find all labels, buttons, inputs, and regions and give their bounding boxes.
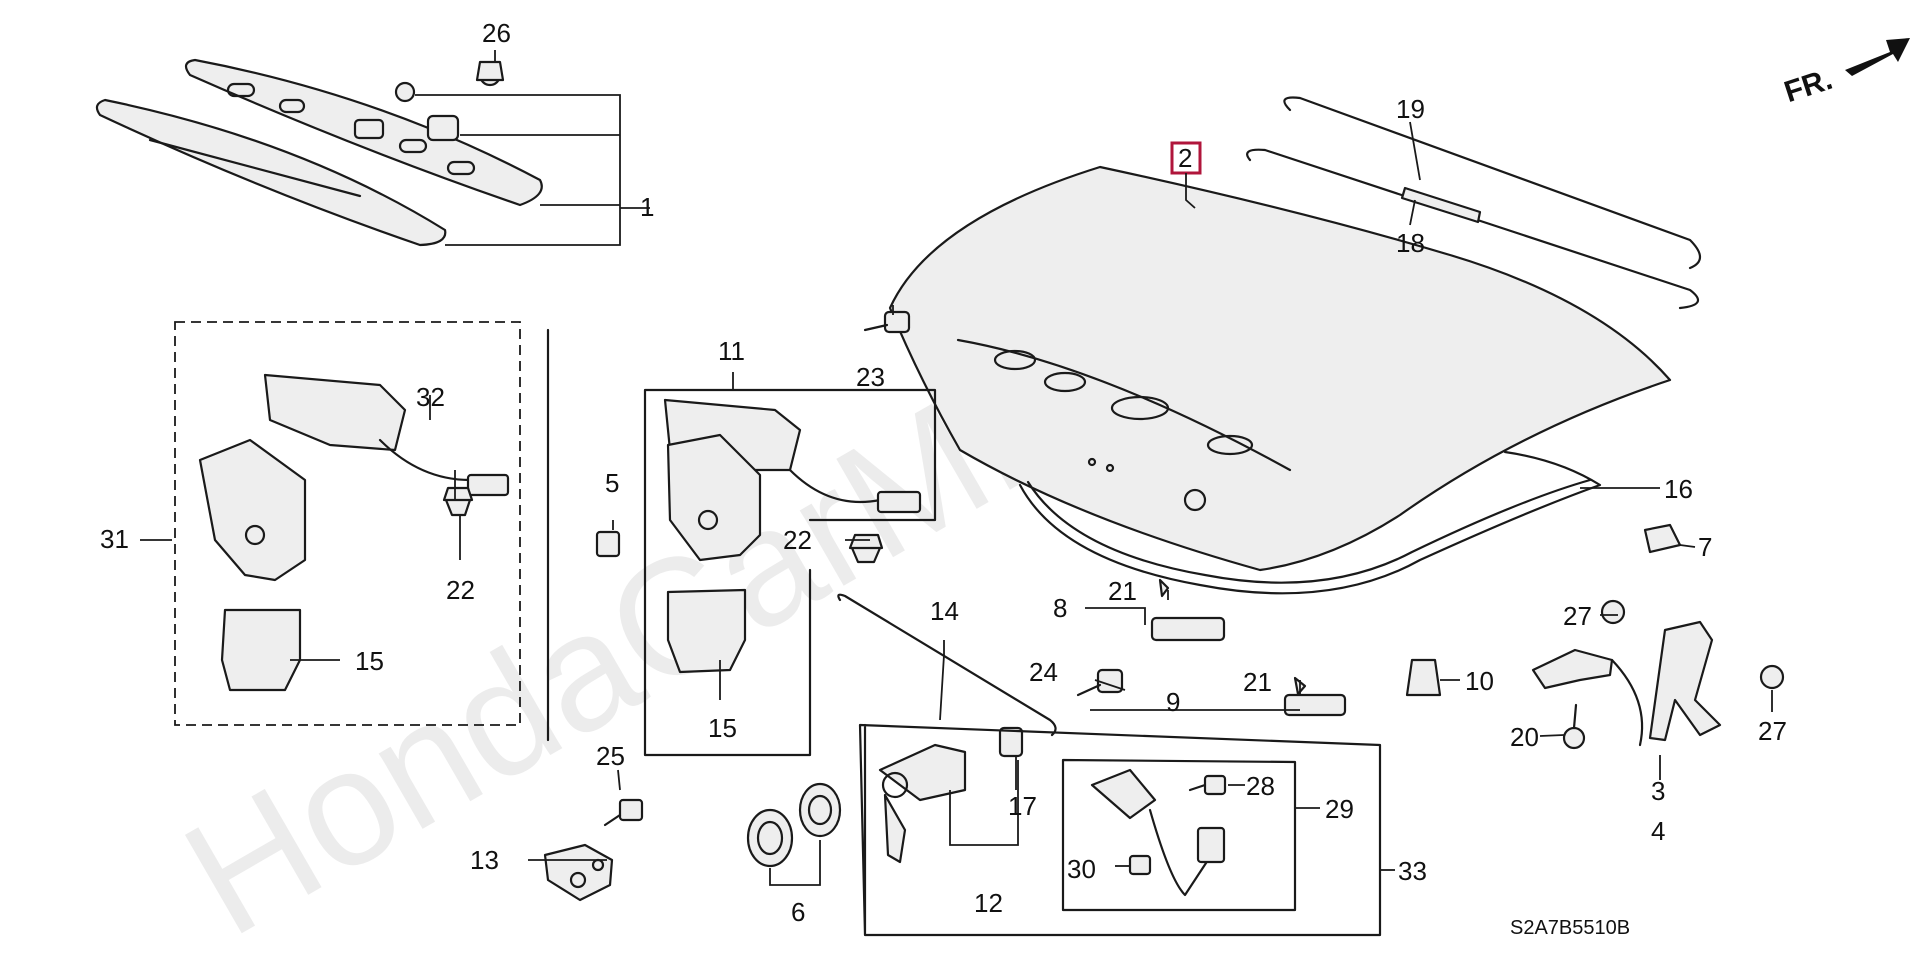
callout-24: 24	[1029, 657, 1058, 687]
callout-12: 12	[974, 888, 1003, 918]
cylinder-seal[interactable]	[746, 782, 842, 868]
nut-26	[475, 60, 505, 87]
callout-27-right: 27	[1758, 716, 1787, 746]
front-direction-label: FR.	[1780, 63, 1836, 109]
latch-cover-right[interactable]	[666, 588, 747, 674]
trunk-hinge[interactable]	[1531, 620, 1722, 747]
striker-13[interactable]	[543, 843, 614, 902]
callout-29: 29	[1325, 794, 1354, 824]
trunk-garnish[interactable]	[95, 58, 543, 247]
callout-10: 10	[1465, 666, 1494, 696]
callout-21-upper: 21	[1108, 576, 1137, 606]
callout-32: 32	[416, 382, 445, 412]
bolt-25	[603, 798, 644, 827]
nut-small	[394, 81, 416, 103]
callout-23: 23	[856, 362, 885, 392]
diagram-code: S2A7B5510B	[1510, 917, 1630, 939]
callout-25: 25	[596, 741, 625, 771]
group-box-33	[858, 723, 1382, 937]
callout-22-right: 22	[783, 525, 812, 555]
bracket-9	[1283, 693, 1347, 717]
callout-9: 9	[1166, 687, 1180, 717]
callout-15-left: 15	[355, 646, 384, 676]
nut-27-right	[1759, 664, 1785, 690]
callout-30: 30	[1067, 854, 1096, 884]
bolt-23	[863, 310, 911, 334]
trunk-lid[interactable]	[888, 165, 1672, 572]
callout-22-left: 22	[446, 575, 475, 605]
callout-15-right: 15	[708, 713, 737, 743]
callout-7: 7	[1698, 532, 1712, 562]
callout-18: 18	[1396, 228, 1425, 258]
callout-numbers: 26 1 2 19 18 16 7 10 27 27 20 3 4 31 32 …	[100, 18, 1787, 927]
callout-26: 26	[482, 18, 511, 48]
callout-14: 14	[930, 596, 959, 626]
torsion-bars[interactable]	[1246, 96, 1702, 310]
callout-16: 16	[1664, 474, 1693, 504]
callout-19: 19	[1396, 94, 1425, 124]
key-cylinder[interactable]	[878, 726, 1024, 864]
clip-22-left	[442, 486, 474, 517]
front-direction-arrow: FR.	[1780, 38, 1910, 109]
callout-1: 1	[640, 192, 654, 222]
grommet	[426, 114, 460, 142]
latch-assembly-right[interactable]	[663, 398, 922, 562]
bolt-20	[1562, 703, 1586, 750]
callout-28: 28	[1246, 771, 1275, 801]
group-box-29	[1061, 758, 1297, 912]
nut-27-left	[1600, 599, 1626, 625]
trunk-weatherstrip[interactable]	[1018, 450, 1602, 595]
clip-5	[595, 530, 621, 558]
callout-4: 4	[1651, 816, 1665, 846]
bumper-10	[1405, 658, 1442, 697]
latch-assembly-left[interactable]	[198, 373, 510, 582]
callout-13: 13	[470, 845, 499, 875]
cylinder-switch[interactable]	[1090, 768, 1226, 897]
callout-33: 33	[1398, 856, 1427, 886]
group-box-11	[643, 388, 937, 757]
callout-27-left: 27	[1563, 601, 1592, 631]
callout-21-lower: 21	[1243, 667, 1272, 697]
callout-2: 2	[1178, 143, 1192, 173]
group-box-31	[174, 321, 521, 726]
bumper-7	[1643, 523, 1682, 554]
callout-3: 3	[1651, 776, 1665, 806]
callout-8: 8	[1053, 593, 1067, 623]
screw-28	[1188, 774, 1227, 796]
release-cable[interactable]	[837, 593, 1057, 737]
callout-17: 17	[1008, 791, 1037, 821]
latch-cover-left[interactable]	[220, 608, 302, 692]
callout-11: 11	[718, 336, 745, 366]
callout-6: 6	[791, 897, 805, 927]
leader-lines	[140, 50, 1773, 886]
bracket-8	[1150, 616, 1226, 642]
callout-5: 5	[605, 468, 619, 498]
clip-21-upper	[1158, 578, 1170, 598]
clip-22-right	[848, 533, 884, 564]
callout-20: 20	[1510, 722, 1539, 752]
callout-31: 31	[100, 524, 129, 554]
